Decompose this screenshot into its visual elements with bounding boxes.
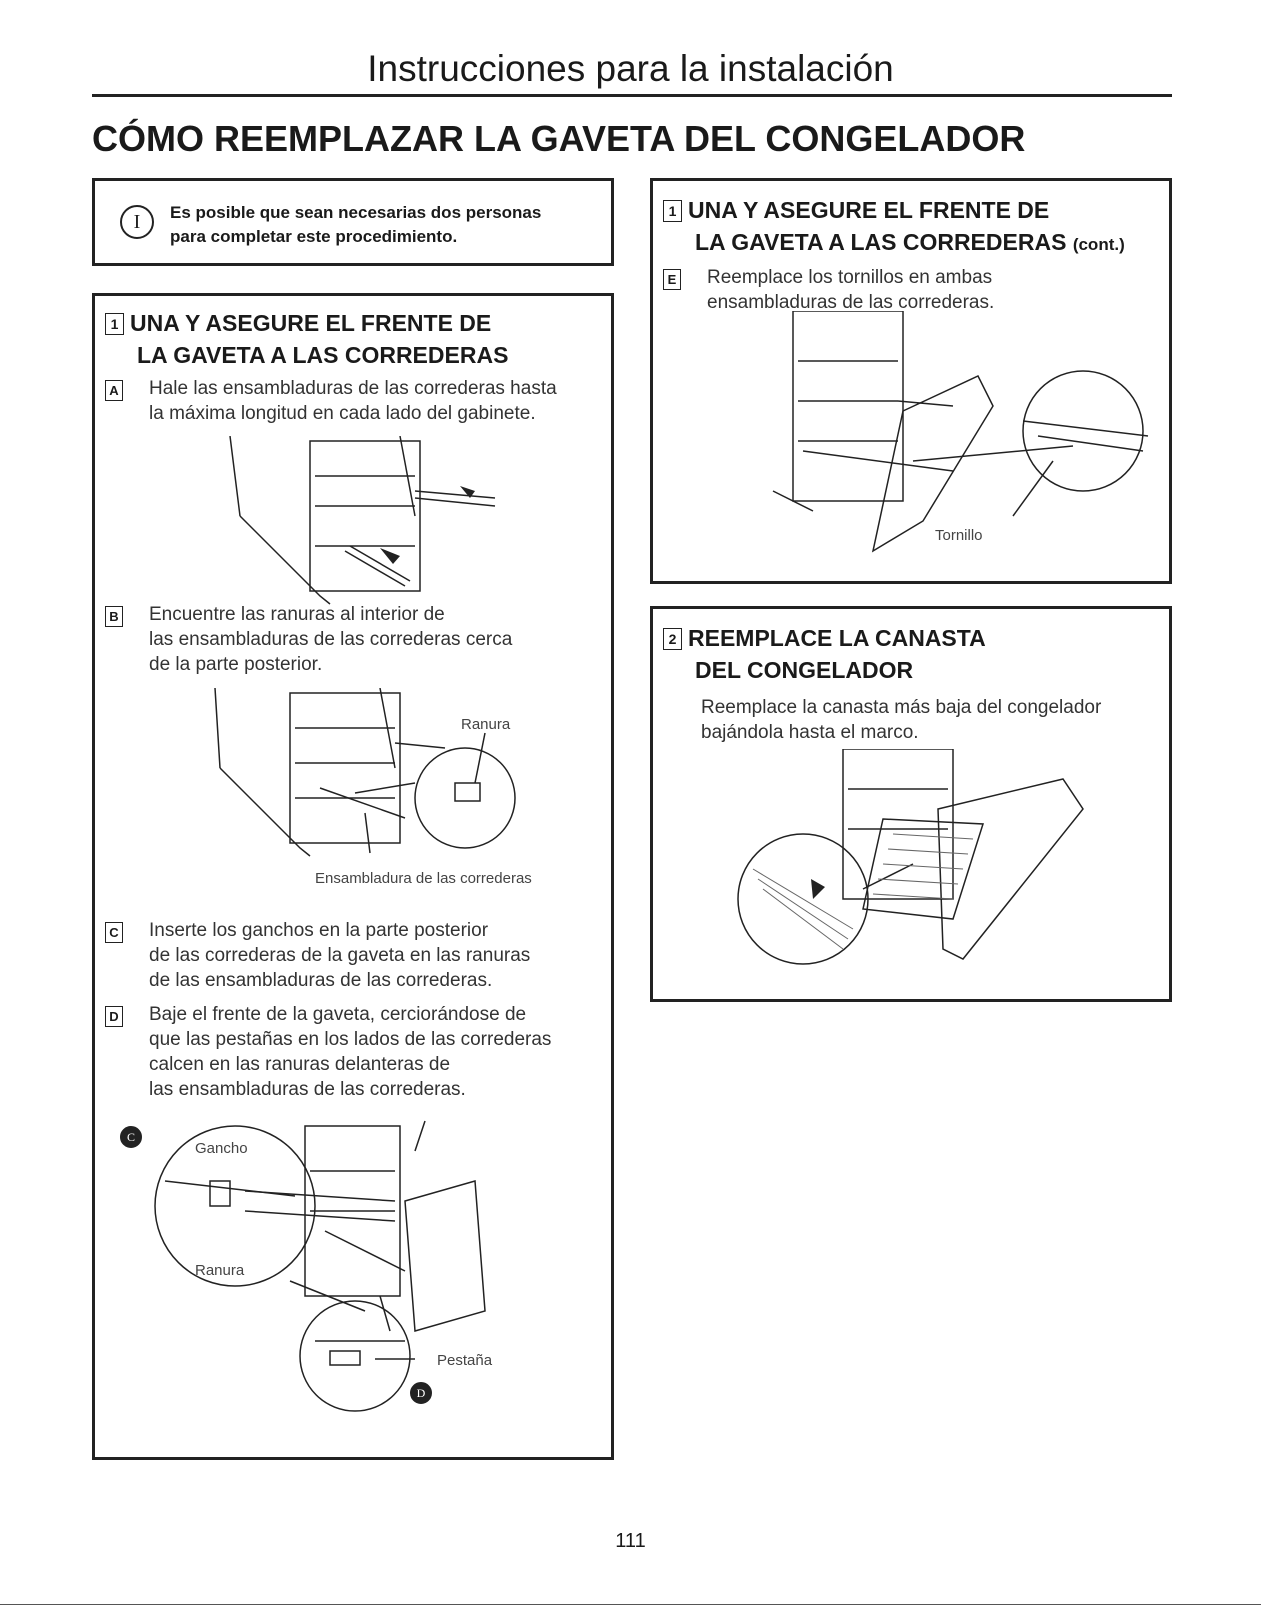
step1-a-line2: la máxima longitud en cada lado del gabi… bbox=[149, 403, 536, 424]
note-line-2: para completar este procedimiento. bbox=[170, 227, 458, 246]
step1-a-line1: Hale las ensambladuras de las correderas… bbox=[149, 378, 557, 399]
marker-c-icon: C bbox=[120, 1126, 142, 1148]
label-ensambladura: Ensambladura de las correderas bbox=[315, 870, 532, 887]
step2-line2: bajándola hasta el marco. bbox=[701, 722, 919, 743]
step1-c-line2: de las correderas de la gaveta en las ra… bbox=[149, 945, 531, 966]
label-tornillo: Tornillo bbox=[935, 527, 983, 544]
step-letter-e: E bbox=[663, 269, 681, 290]
step1-c-line1: Inserte los ganchos en la parte posterio… bbox=[149, 920, 489, 941]
header-rule bbox=[92, 94, 1172, 97]
step2-title-line2: DEL CONGELADOR bbox=[695, 657, 914, 683]
figure-basket bbox=[737, 749, 1084, 965]
info-icon: I bbox=[120, 205, 154, 239]
step2-box: 2 REEMPLACE LA CANASTA DEL CONGELADOR Ree… bbox=[650, 606, 1172, 1002]
step2-title-line1: REEMPLACE LA CANASTA bbox=[688, 625, 986, 651]
step1-d-line1: Baje el frente de la gaveta, cerciorándo… bbox=[149, 1004, 527, 1025]
step1-b-line3: de la parte posterior. bbox=[149, 654, 323, 675]
step1-d-line2: que las pestañas en los lados de las cor… bbox=[149, 1029, 552, 1050]
step1-cont-title-line2-text: LA GAVETA A LAS CORREDERAS bbox=[695, 229, 1067, 255]
note-box: I Es posible que sean necesarias dos per… bbox=[92, 178, 614, 266]
step1-title: 1 UNA Y ASEGURE EL FRENTE DE bbox=[105, 308, 491, 339]
step-letter-b: B bbox=[105, 606, 123, 627]
step1-c-line3: de las ensambladuras de las correderas. bbox=[149, 970, 493, 991]
step-letter-a: A bbox=[105, 380, 123, 401]
step1-title-line1: UNA Y ASEGURE EL FRENTE DE bbox=[130, 310, 492, 336]
step1-d-line4: las ensambladuras de las correderas. bbox=[149, 1079, 466, 1100]
step2-line1: Reemplace la canasta más baja del congel… bbox=[701, 697, 1102, 718]
label-pestana: Pestaña bbox=[437, 1352, 493, 1369]
step1-cont-box: 1 UNA Y ASEGURE EL FRENTE DE LA GAVETA A … bbox=[650, 178, 1172, 584]
label-gancho: Gancho bbox=[195, 1140, 248, 1157]
step1-b-line1: Encuentre las ranuras al interior de bbox=[149, 604, 445, 625]
step1-number: 1 bbox=[105, 313, 124, 335]
note-line-1: Es posible que sean necesarias dos perso… bbox=[170, 203, 542, 222]
figure-cd-hooks-tabs bbox=[154, 1120, 486, 1412]
bottom-rule bbox=[0, 1604, 1261, 1605]
page-header-title: Instrucciones para la instalación bbox=[367, 48, 894, 89]
figure-b-slots bbox=[214, 688, 516, 857]
step1-cont-title-suffix: (cont.) bbox=[1072, 235, 1125, 254]
step1-cont-number: 1 bbox=[663, 200, 682, 222]
step1-cont-e-line1: Reemplace los tornillos en ambas bbox=[707, 267, 993, 288]
page-number: 111 bbox=[615, 1530, 646, 1552]
step1-box: 1 UNA Y ASEGURE EL FRENTE DE LA GAVETA A … bbox=[92, 293, 614, 1460]
step1-cont-title-line1: UNA Y ASEGURE EL FRENTE DE bbox=[688, 197, 1050, 223]
step-letter-c: C bbox=[105, 922, 123, 943]
step1-title-line2: LA GAVETA A LAS CORREDERAS bbox=[137, 342, 509, 368]
step1-cont-title: 1 UNA Y ASEGURE EL FRENTE DE bbox=[663, 195, 1049, 226]
step1-d-line3: calcen en las ranuras delanteras de bbox=[149, 1054, 451, 1075]
label-ranura-c: Ranura bbox=[195, 1262, 245, 1279]
step2-number: 2 bbox=[663, 628, 682, 650]
marker-d-icon: D bbox=[410, 1382, 432, 1404]
step-letter-d: D bbox=[105, 1006, 123, 1027]
step1-cont-title-line2: LA GAVETA A LAS CORREDERAS (cont.) bbox=[695, 227, 1125, 260]
step1-cont-e-line2: ensambladuras de las correderas. bbox=[707, 292, 995, 313]
section-title: CÓMO REEMPLAZAR LA GAVETA DEL CONGELADOR bbox=[92, 118, 1026, 159]
step1-b-line2: las ensambladuras de las correderas cerc… bbox=[149, 629, 513, 650]
figure-a-pull-slides bbox=[229, 436, 496, 605]
step2-title: 2 REEMPLACE LA CANASTA bbox=[663, 623, 986, 654]
figure-e-screws bbox=[772, 311, 1149, 553]
label-ranura-b: Ranura bbox=[461, 716, 511, 733]
